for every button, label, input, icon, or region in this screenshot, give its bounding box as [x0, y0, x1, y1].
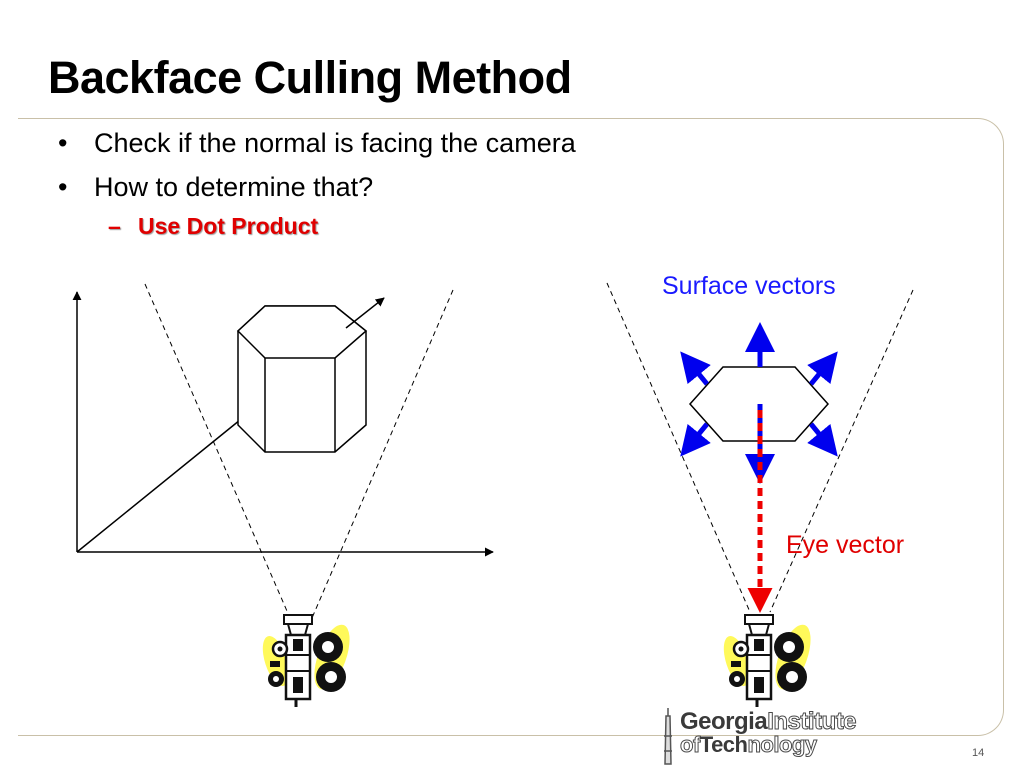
slide-title: Backface Culling Method	[48, 52, 572, 103]
frustum-edge	[311, 289, 454, 619]
frustum-edge	[606, 282, 751, 613]
surface-vector-arrow	[807, 351, 838, 386]
bullet-marker: •	[58, 172, 68, 202]
movie-camera-icon	[256, 613, 359, 709]
hexagonal-prism	[236, 305, 368, 453]
sub-bullet-text: Use Dot Product	[138, 213, 319, 239]
frustum-edge	[769, 289, 914, 613]
bullet-text: Check if the normal is facing the camera	[94, 128, 576, 158]
movie-camera-icon	[717, 613, 820, 709]
eye-vector-label: Eye vector	[786, 531, 905, 559]
bullet-marker: •	[58, 128, 68, 158]
logo-word-nology: nology	[747, 732, 818, 758]
z-axis-line	[76, 419, 241, 553]
surface-normal-arrow	[345, 297, 385, 329]
frustum-edge	[144, 283, 291, 619]
bullet-text: How to determine that?	[94, 172, 374, 202]
right-view-frustum	[606, 282, 914, 613]
tower-icon	[664, 708, 672, 765]
logo-line-2: ofTechnology	[680, 732, 818, 758]
sub-bullet-marker: –	[108, 213, 121, 239]
logo-word-tech: Tech	[699, 732, 748, 757]
surface-vector-arrow	[807, 422, 838, 457]
surface-vectors-label: Surface vectors	[662, 272, 836, 300]
surface-vector-arrow	[680, 351, 711, 386]
slide-frame	[18, 118, 1004, 736]
logo-word-georgia: Georgia	[680, 708, 768, 735]
left-view-frustum	[144, 283, 454, 619]
coordinate-axes	[72, 291, 494, 557]
logo-word-of: of	[680, 732, 701, 758]
surface-vector-arrow	[680, 422, 711, 457]
logo-line-1: GeorgiaInstitute	[680, 708, 857, 736]
georgia-tech-logo: GeorgiaInstitute ofTechnology	[658, 706, 898, 766]
page-number: 14	[972, 747, 985, 759]
logo-word-institute: Institute	[767, 708, 857, 736]
